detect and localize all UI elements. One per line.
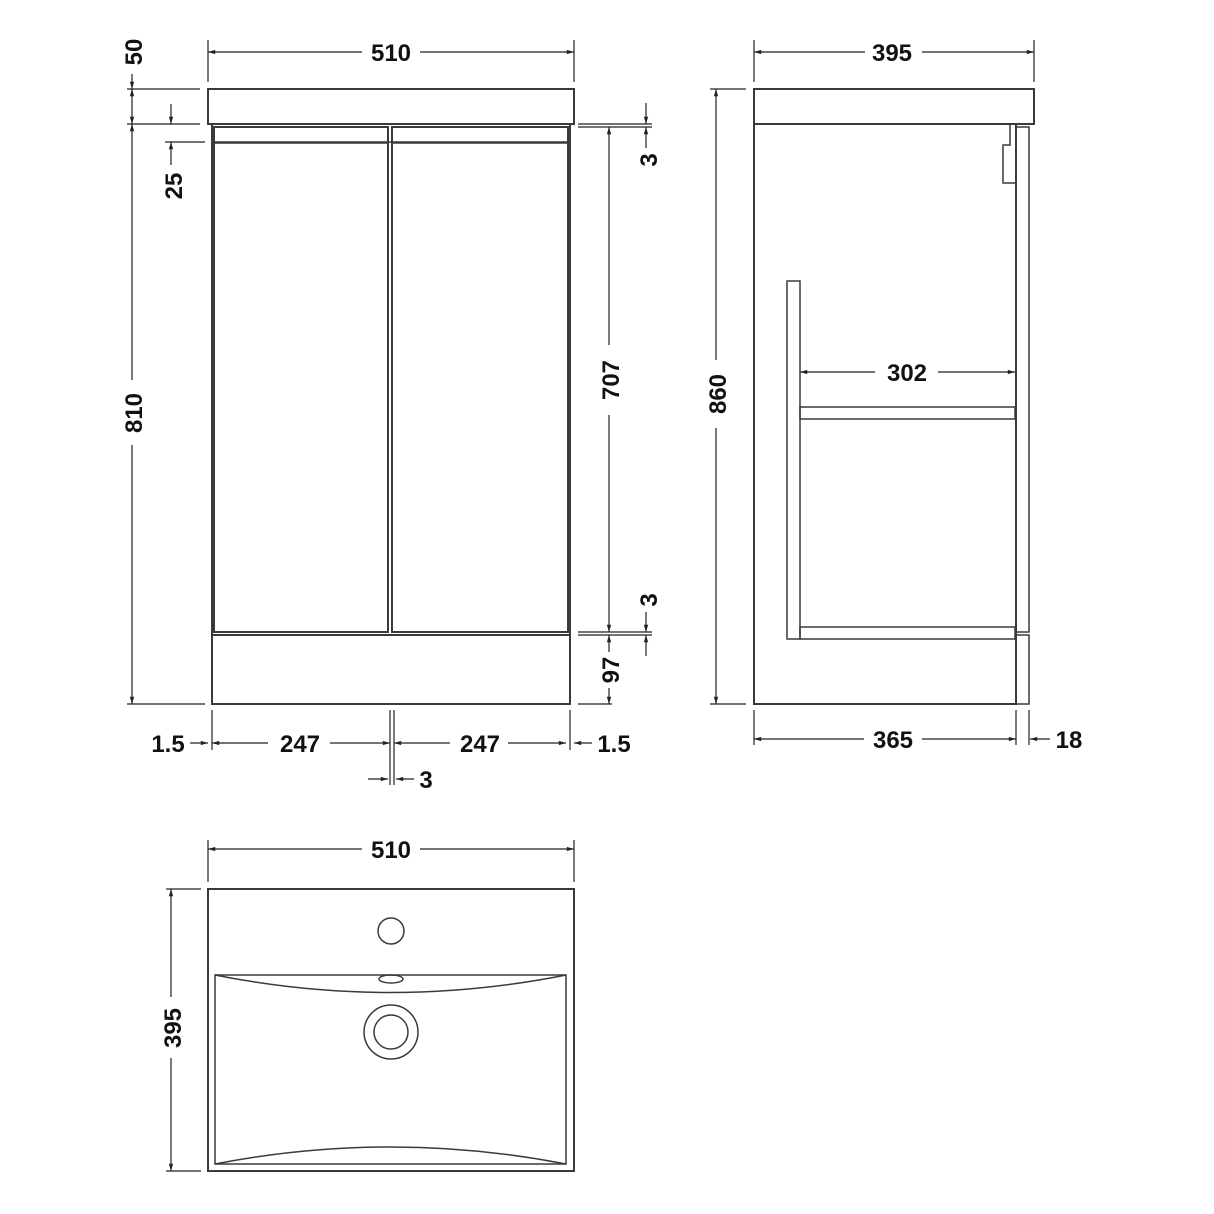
tap-hole xyxy=(377,917,405,945)
overall-height-label: 860 xyxy=(705,374,732,414)
top-gap-label: 3 xyxy=(636,153,663,166)
overflow xyxy=(378,974,404,984)
basin-outline xyxy=(207,888,575,1172)
front-view: 510 50 25 810 3 707 3 97 xyxy=(121,39,663,794)
door-height-label: 707 xyxy=(598,360,625,400)
waste-inner xyxy=(373,1014,409,1050)
basin-height-label: 50 xyxy=(121,39,148,66)
waste-outer xyxy=(363,1004,419,1060)
door-gap-label: 3 xyxy=(419,767,432,794)
cabinet-height-label: 810 xyxy=(121,393,148,433)
shelf xyxy=(799,406,1016,420)
side-depth-label: 395 xyxy=(872,40,912,67)
right-door xyxy=(391,126,569,633)
bottom-gap-label: 3 xyxy=(636,593,663,606)
right-door-width-label: 247 xyxy=(460,731,500,758)
front-width-label: 510 xyxy=(371,40,411,67)
plinth-height-label: 97 xyxy=(598,657,625,684)
top-rail-label: 25 xyxy=(161,173,188,200)
cabinet-body-side xyxy=(753,123,1017,705)
left-door-width-label: 247 xyxy=(280,731,320,758)
side-view: 395 860 302 365 18 xyxy=(705,40,1082,754)
base-shelf xyxy=(799,626,1016,640)
carcass-depth-label: 365 xyxy=(873,727,913,754)
door-side xyxy=(1015,126,1030,633)
basin-top-side xyxy=(753,88,1035,125)
plan-depth-label: 395 xyxy=(160,1008,187,1048)
plan-view: 510 395 xyxy=(160,837,575,1172)
left-door xyxy=(213,126,389,633)
left-edge-label: 1.5 xyxy=(151,731,184,758)
basin-top-front xyxy=(207,88,575,125)
bowl-outline xyxy=(214,974,567,1165)
internal-depth-label: 302 xyxy=(887,360,927,387)
plan-width-label: 510 xyxy=(371,837,411,864)
right-edge-label: 1.5 xyxy=(597,731,630,758)
cabinet-body-front xyxy=(211,123,571,705)
back-panel xyxy=(786,280,801,640)
door-thickness-label: 18 xyxy=(1056,727,1083,754)
